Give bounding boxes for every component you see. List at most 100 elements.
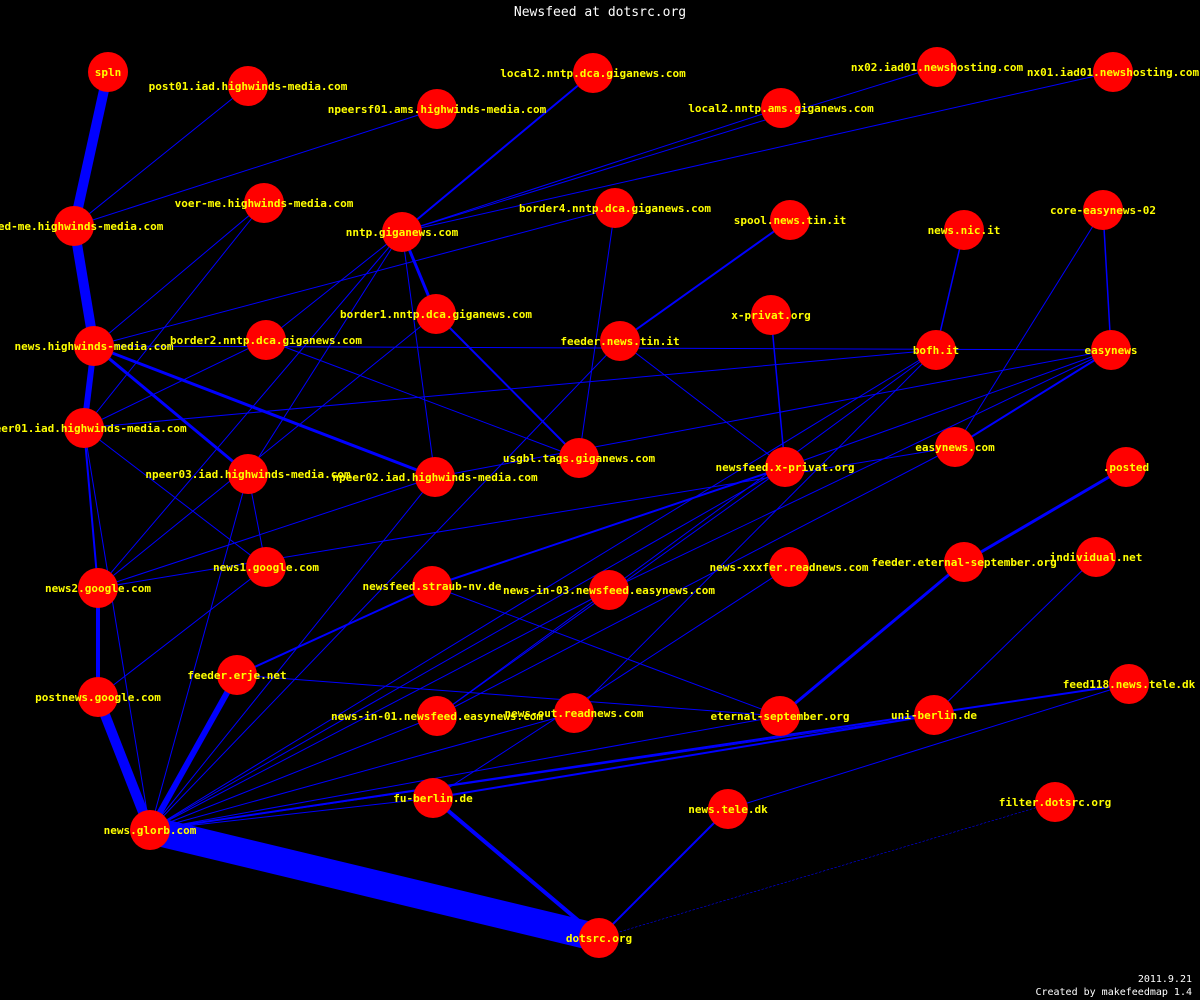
edge-coreeasy-easynewscom bbox=[954, 209, 1104, 448]
node-newstele bbox=[708, 789, 748, 829]
edge-nx01-nntpgiga bbox=[401, 71, 1114, 233]
node-newsout bbox=[554, 693, 594, 733]
edge-newshigh-npeer03 bbox=[92, 344, 250, 476]
node-label-coreeasy: core-easynews-02 bbox=[1050, 204, 1156, 217]
node-nx01 bbox=[1093, 52, 1133, 92]
node-label-eternal: eternal-september.org bbox=[710, 710, 849, 723]
edge-bofh-newsin01 bbox=[436, 349, 937, 717]
node-border4 bbox=[595, 188, 635, 228]
labels-layer: splnpost01.iad.highwinds-media.comlocal2… bbox=[0, 61, 1199, 945]
node-easynewscom bbox=[935, 427, 975, 467]
node-border1 bbox=[416, 294, 456, 334]
node-label-newsnic: news.nic.it bbox=[928, 224, 1001, 237]
edge-news1google-postnews bbox=[97, 566, 267, 698]
edge-spooltin-feedertin bbox=[619, 219, 791, 342]
node-label-feedme: feed-me.highwinds-media.com bbox=[0, 220, 164, 233]
edge-nntpgiga-npeer02 bbox=[401, 231, 436, 478]
node-label-fuberlin: fu-berlin.de bbox=[393, 792, 473, 805]
edge-eternalfeeder-eternal bbox=[778, 560, 966, 718]
edge-npeer02-news2google bbox=[97, 476, 436, 589]
edge-glorb-dotsrc bbox=[146, 816, 603, 952]
node-npeer01 bbox=[64, 408, 104, 448]
node-erje bbox=[217, 655, 257, 695]
node-label-bofh: bofh.it bbox=[913, 344, 959, 357]
node-xxxfer bbox=[769, 547, 809, 587]
node-posted bbox=[1106, 447, 1146, 487]
node-filter bbox=[1035, 782, 1075, 822]
node-label-postnews: postnews.google.com bbox=[35, 691, 161, 704]
node-post01 bbox=[228, 66, 268, 106]
edge-easynews-easynewscom bbox=[954, 349, 1112, 448]
edge-feed118-newstele bbox=[727, 683, 1130, 810]
node-uniberlin bbox=[914, 695, 954, 735]
node-feedertin bbox=[600, 321, 640, 361]
edges-layer bbox=[69, 66, 1130, 952]
edge-nfxprivat-easynews bbox=[784, 349, 1112, 468]
edge-newstele-dotsrc bbox=[598, 808, 729, 939]
edge-newsin01-glorb bbox=[149, 715, 438, 831]
edge-npeer03-glorb bbox=[149, 473, 249, 831]
node-easynews bbox=[1091, 330, 1131, 370]
node-label-local2dca: local2.nntp.dca.giganews.com bbox=[500, 67, 686, 80]
node-label-xxxfer: news-xxxfer.readnews.com bbox=[710, 561, 869, 574]
node-straub bbox=[412, 566, 452, 606]
node-label-usgbl: usgbl.tags.giganews.com bbox=[503, 452, 656, 465]
edge-border4-usgbl bbox=[578, 207, 616, 459]
edge-border2-usgbl bbox=[265, 339, 580, 459]
node-spln bbox=[88, 52, 128, 92]
node-dotsrc bbox=[579, 918, 619, 958]
edge-npeer01-glorb bbox=[83, 427, 151, 831]
edge-filter-dotsrc bbox=[598, 801, 1056, 939]
node-label-erje: feeder.erje.net bbox=[187, 669, 286, 682]
node-news2google bbox=[78, 568, 118, 608]
footer-credit: Created by makefeedmap 1.4 bbox=[1035, 987, 1192, 998]
node-feed118 bbox=[1109, 664, 1149, 704]
edge-npeer02-glorb bbox=[149, 476, 436, 831]
edge-easynewscom-news2google bbox=[97, 446, 956, 589]
edge-bofh-npeer01 bbox=[83, 349, 937, 429]
edge-spln-feedme bbox=[69, 70, 113, 228]
node-label-local2ams: local2.nntp.ams.giganews.com bbox=[688, 102, 874, 115]
node-label-voerme: voer-me.highwinds-media.com bbox=[175, 197, 354, 210]
edge-bofh-newsout bbox=[573, 349, 937, 714]
node-label-easynews: easynews bbox=[1085, 344, 1138, 357]
edge-coreeasy-easynews bbox=[1102, 209, 1112, 351]
edge-easynews-npeer02 bbox=[434, 349, 1112, 478]
edge-newsnic-bofh bbox=[935, 229, 965, 351]
node-bofh bbox=[916, 330, 956, 370]
edge-easynews-newsin03 bbox=[608, 349, 1112, 591]
node-newshigh bbox=[74, 326, 114, 366]
node-label-feedertin: feeder.news.tin.it bbox=[560, 335, 679, 348]
node-label-npeer01: npeer01.iad.highwinds-media.com bbox=[0, 422, 187, 435]
nodes-layer bbox=[54, 47, 1149, 958]
node-glorb bbox=[130, 810, 170, 850]
edge-erje-eternal bbox=[236, 674, 781, 717]
node-label-spooltin: spool.news.tin.it bbox=[734, 214, 847, 227]
node-label-newsout: news-out.readnews.com bbox=[504, 707, 643, 720]
edge-npeer01-news1google bbox=[83, 427, 267, 568]
node-label-npeer03: npeer03.iad.highwinds-media.com bbox=[145, 468, 351, 481]
edge-nfxprivat-glorb bbox=[149, 466, 786, 831]
node-label-posted: .posted bbox=[1103, 461, 1149, 474]
edge-posted-eternalfeeder bbox=[962, 465, 1128, 564]
node-label-nfxprivat: newsfeed.x-privat.org bbox=[715, 461, 854, 474]
node-label-nx01: nx01.iad01.newshosting.com bbox=[1027, 66, 1200, 79]
edge-bofh-glorb bbox=[149, 349, 937, 831]
edge-post01-feedme bbox=[73, 85, 249, 227]
edge-nntpgiga-npeer03 bbox=[247, 231, 403, 475]
edge-feedertin-glorb bbox=[149, 340, 621, 831]
node-spooltin bbox=[770, 200, 810, 240]
node-label-filter: filter.dotsrc.org bbox=[999, 796, 1112, 809]
node-feedme bbox=[54, 206, 94, 246]
edge-uniberlin-glorb bbox=[149, 714, 935, 831]
edge-border1-usgbl bbox=[435, 313, 580, 459]
node-label-xprivat: x-privat.org bbox=[731, 309, 810, 322]
edge-fuberlin-uniberlin bbox=[432, 714, 935, 799]
edge-local2ams-nntpgiga bbox=[401, 107, 782, 233]
edge-border2-npeer01 bbox=[83, 339, 267, 429]
footer-date: 2011.9.21 bbox=[1137, 974, 1192, 985]
node-label-post01: post01.iad.highwinds-media.com bbox=[149, 80, 348, 93]
node-label-newshigh: news.highwinds-media.com bbox=[15, 340, 174, 353]
edge-npeersf01-feedme bbox=[73, 108, 438, 227]
